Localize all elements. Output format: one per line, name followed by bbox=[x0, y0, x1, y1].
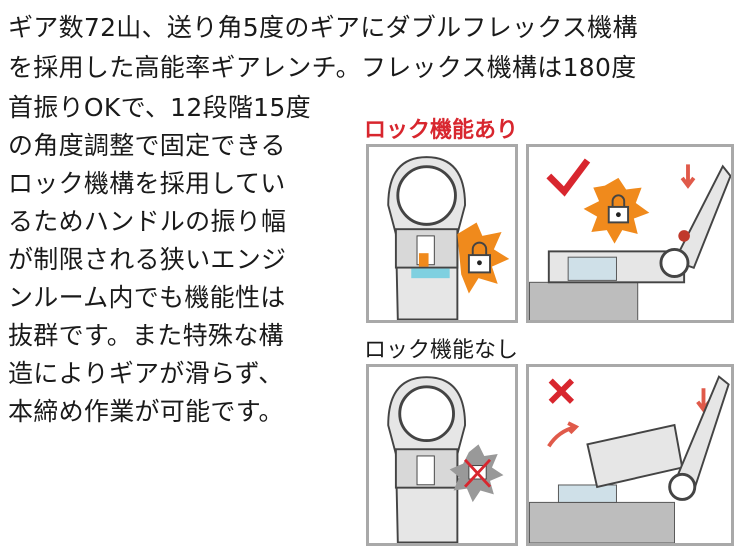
description-line: 首振りOKで、12段階15度 bbox=[8, 93, 311, 122]
arrow-up-icon bbox=[547, 421, 580, 448]
with-lock-wrench-illustration bbox=[366, 144, 518, 323]
description-line: るためハンドルの振り幅 bbox=[8, 207, 287, 236]
description-line: 本締め作業が可能です。 bbox=[8, 397, 284, 426]
lock-icon bbox=[607, 194, 630, 224]
description-line: 抜群です。また特殊な構 bbox=[8, 321, 284, 350]
without-lock-usage-illustration bbox=[526, 364, 734, 546]
description-line: ギア数72山、送り角5度のギアにダブルフレックス機構 bbox=[8, 13, 638, 42]
lock-icon bbox=[467, 241, 491, 274]
lock-crossed-icon bbox=[463, 458, 492, 488]
arrow-down-icon bbox=[680, 164, 696, 189]
with-lock-usage-illustration bbox=[526, 144, 734, 323]
check-icon bbox=[546, 158, 591, 197]
description-line: を採用した高能率ギアレンチ。フレックス機構は180度 bbox=[8, 53, 637, 82]
description-line: ンルーム内でも機能性は bbox=[8, 283, 286, 312]
description-line: 造によりギアが滑らず、 bbox=[8, 359, 284, 388]
with-lock-label: ロック機能あり bbox=[364, 118, 519, 143]
description-line: ロック機構を採用してい bbox=[8, 169, 286, 198]
description-line: が制限される狭いエンジ bbox=[8, 245, 287, 274]
cross-icon bbox=[548, 378, 575, 404]
without-lock-wrench-illustration bbox=[366, 364, 518, 546]
description-line: の角度調整で固定できる bbox=[8, 131, 286, 160]
without-lock-label: ロック機能なし bbox=[364, 338, 519, 363]
